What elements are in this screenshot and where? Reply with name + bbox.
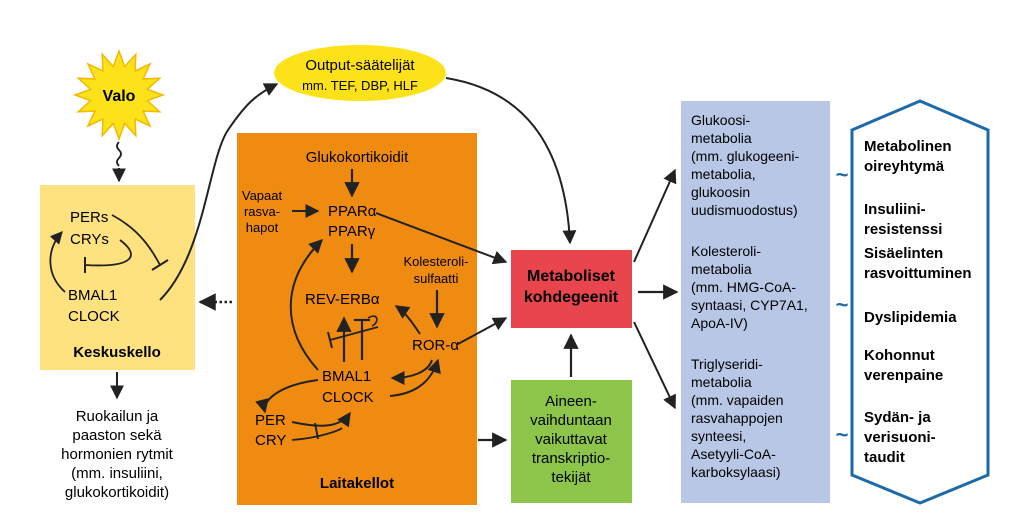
rhythms-note-line: (mm. insuliini, — [71, 465, 163, 482]
glucose-metabolism-line: metabolia — [691, 130, 752, 146]
cholesterol-metabolism-line: syntaasi, CYP7A1, — [691, 297, 808, 313]
rev-erb-alpha-label: REV-ERBα — [305, 291, 380, 308]
fatty-acids-line: hapot — [246, 220, 279, 235]
central-inhibition-curve — [111, 214, 161, 266]
outcome-dyslipidemia-line: Dyslipidemia — [864, 309, 957, 326]
metabolic-targets-line: Metaboliset — [527, 268, 616, 285]
transcription-factors-line: Aineen- — [545, 393, 597, 410]
cholesterol-metabolism-line: ApoA-IV) — [691, 315, 748, 331]
outcome-metabolic-syndrome-line: Metabolinen — [864, 138, 952, 155]
association-tilde-1: ~ — [836, 162, 849, 187]
arrow-central-to-output — [159, 83, 279, 301]
triglyceride-metabolism-line: rasvahappojen — [691, 410, 783, 426]
outcome-insulin-resistance-line: resistenssi — [864, 221, 942, 238]
central-clock-title: Keskuskello — [73, 344, 161, 361]
arrow-ror-to-targets — [457, 317, 508, 345]
glucose-metabolism-line: glukoosin — [691, 184, 750, 200]
transcription-factors-box: Aineen-vaihduntaan vaikuttavat transkripti… — [511, 380, 632, 503]
outcome-metabolic-syndrome-line: oireyhtymä — [864, 158, 945, 175]
outcome-cvd-line: verisuoni- — [864, 429, 936, 446]
cholesterol-metabolism-line: (mm. HMG-CoA- — [691, 279, 796, 295]
cholesterol-metabolism-text: Kolesteroli-metabolia (mm. HMG-CoA-syntaa… — [691, 243, 808, 331]
metabolic-targets-box: Metaboliset kohdegeenit — [511, 250, 632, 328]
ror-alpha-label: ROR-α — [412, 337, 459, 354]
sun-icon: Valo — [72, 48, 166, 142]
ppar-alpha-label: PPARα — [328, 203, 377, 220]
arrow-targets-to-triglyceride — [633, 321, 676, 410]
glucose-metabolism-line: (mm. glukogeeni- — [691, 148, 799, 164]
output-regulators-title: Output-säätelijät — [305, 57, 415, 74]
cholesterol-sulfate-line: Kolesteroli- — [403, 254, 468, 269]
health-outcomes-hexagon: Metabolinen oireyhtymäInsuliini-resistens… — [850, 99, 990, 505]
outcome-visceral-obesity-line: rasvoittuminen — [864, 265, 972, 282]
glucocorticoids-label: Glukokortikoidit — [306, 149, 409, 166]
peripheral-cry-label: CRY — [255, 432, 286, 449]
central-clock-box: PERs CRYs BMAL1 CLOCK Keskuskello — [40, 185, 195, 370]
glucose-metabolism-line: Glukoosi- — [691, 112, 750, 128]
cholesterol-metabolism-line: Kolesteroli- — [691, 243, 761, 259]
cholesterol-sulfate-line: sulfaatti — [414, 271, 459, 286]
arrow-output-to-targets — [445, 77, 577, 245]
transcription-factors-line: vaihduntaan — [530, 412, 612, 429]
triglyceride-metabolism-line: Triglyseridi- — [691, 356, 763, 372]
fatty-acids-line: rasva- — [244, 204, 280, 219]
outcome-cvd-line: taudit — [864, 449, 905, 466]
triglyceride-metabolism-line: metabolia — [691, 374, 752, 390]
outcome-cvd-line: Sydän- ja — [864, 409, 931, 426]
outcome-insulin-resistance-line: Insuliini- — [864, 201, 926, 218]
peripheral-clock-label: CLOCK — [322, 389, 374, 406]
arrow-targets-to-glucose — [633, 168, 677, 263]
peripheral-per-label: PER — [255, 412, 286, 429]
outcome-visceral-obesity-line: Sisäelinten — [864, 245, 943, 262]
rhythms-note-line: Ruokailun ja — [76, 408, 159, 425]
metabolic-pathways-panel: Glukoosi-metabolia (mm. glukogeeni-metabo… — [681, 101, 830, 503]
outcome-hypertension-line: verenpaine — [864, 367, 943, 384]
triglyceride-metabolism-text: Triglyseridi-metabolia (mm. vapaiden rasva… — [691, 356, 784, 480]
central-pers-label: PERs — [70, 209, 108, 226]
sun-label: Valo — [103, 88, 136, 105]
ppar-gamma-label: PPARγ — [328, 223, 376, 240]
transcription-factors-line: vaikuttavat — [535, 431, 608, 448]
light-signal-wave — [116, 141, 122, 167]
transcription-factors-line: transkriptio- — [532, 450, 610, 467]
arrow-ppar-to-targets — [375, 212, 508, 265]
peripheral-bmal1-label: BMAL1 — [322, 368, 371, 385]
rhythms-note-line: hormonien rytmit — [61, 446, 174, 463]
triglyceride-metabolism-line: karboksylaasi) — [691, 464, 780, 480]
central-bmal1-label: BMAL1 — [68, 287, 117, 304]
glucose-metabolism-line: uudismuodostus) — [691, 202, 798, 218]
triglyceride-metabolism-line: (mm. vapaiden — [691, 392, 784, 408]
transcription-factors-line: tekijät — [551, 469, 591, 486]
association-tilde-3: ~ — [836, 422, 849, 447]
rhythms-note-line: paaston sekä — [72, 427, 162, 444]
output-regulators-ellipse: Output-säätelijät mm. TEF, DBP, HLF — [274, 45, 446, 101]
cholesterol-metabolism-line: metabolia — [691, 261, 752, 277]
triglyceride-metabolism-line: synteesi, — [691, 428, 746, 444]
peripheral-clock-title: Laitakellot — [320, 475, 394, 492]
glucose-metabolism-text: Glukoosi-metabolia (mm. glukogeeni-metabo… — [691, 112, 799, 218]
rhythms-note-line: glukokortikoidit) — [65, 484, 169, 501]
output-regulators-subtitle: mm. TEF, DBP, HLF — [302, 78, 418, 93]
central-clock-label: CLOCK — [68, 308, 120, 325]
central-crys-label: CRYs — [70, 231, 109, 248]
central-activation-loop — [49, 231, 66, 293]
association-tilde-2: ~ — [836, 292, 849, 317]
outcome-hypertension-line: Kohonnut — [864, 347, 935, 364]
glucose-metabolism-line: metabolia, — [691, 166, 756, 182]
fatty-acids-line: Vapaat — [242, 188, 283, 203]
rhythms-note: Ruokailun ja paaston sekä hormonien rytmit… — [61, 408, 174, 501]
triglyceride-metabolism-line: Asetyyli-CoA- — [691, 446, 776, 462]
cholesterol-sulfate-label: Kolesteroli-sulfaatti — [403, 254, 468, 286]
metabolic-targets-line: kohdegeenit — [524, 289, 619, 306]
